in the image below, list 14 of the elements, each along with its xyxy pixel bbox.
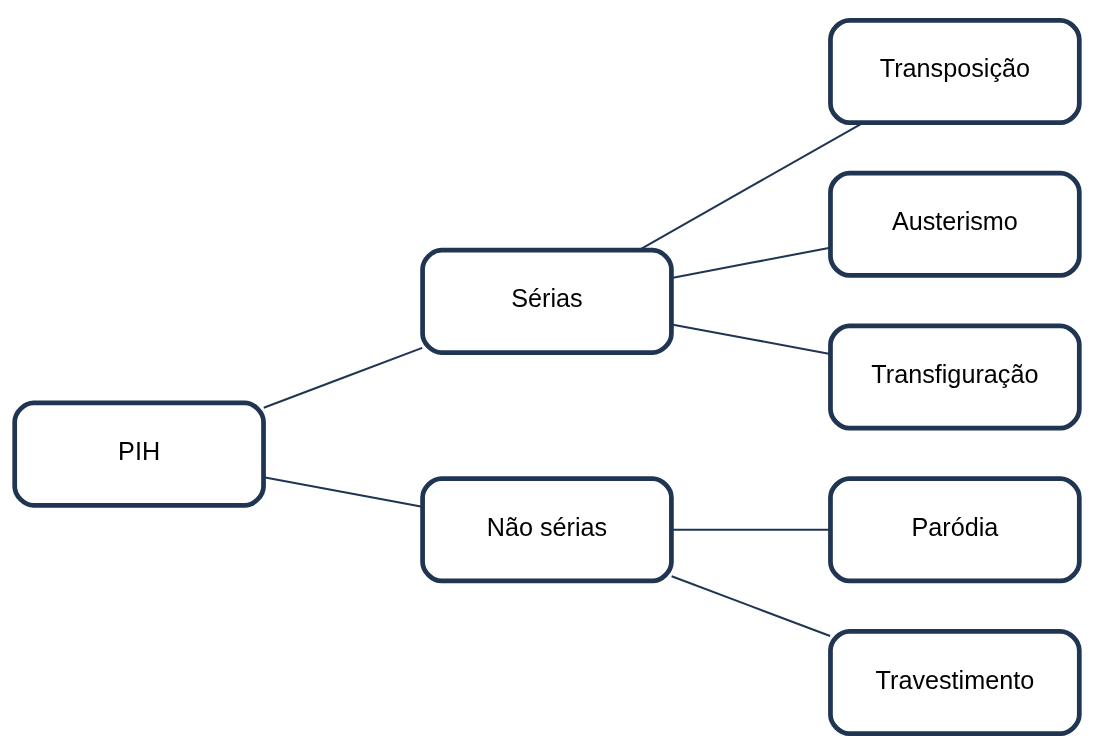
node-box: Sérias: [420, 247, 674, 355]
connector: [263, 475, 423, 508]
node-box: Austerismo: [828, 170, 1082, 278]
node-box: Paródia: [828, 475, 1082, 583]
connector: [671, 246, 831, 279]
node-box: Transfiguração: [828, 322, 1082, 431]
node-box: Travestimento: [828, 628, 1082, 736]
node-box: PIH: [12, 400, 266, 508]
connector: [671, 574, 831, 637]
connector: [671, 528, 831, 531]
node-box: Transposição: [828, 17, 1082, 125]
connector: [671, 322, 831, 355]
node-box: Não sérias: [420, 475, 674, 583]
connector: [263, 346, 423, 409]
